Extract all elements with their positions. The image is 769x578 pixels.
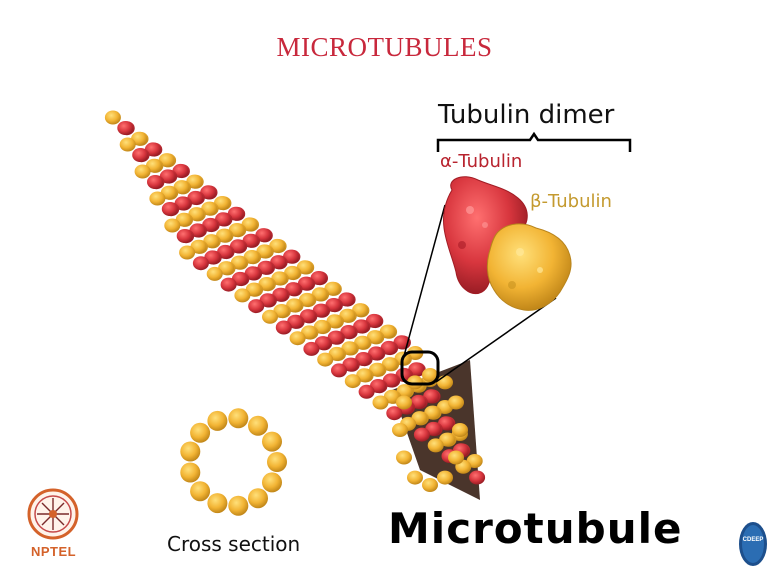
tubulin-subunit <box>105 111 121 125</box>
tubulin-subunit <box>164 219 180 233</box>
tubulin-subunit <box>428 438 444 452</box>
cdeep-logo <box>739 522 767 566</box>
beta-tubulin-label: β-Tubulin <box>530 191 612 212</box>
tubulin-subunit <box>162 202 178 216</box>
tubulin-subunit <box>177 229 193 243</box>
cross-section-subunit <box>207 411 227 431</box>
beta-tubulin-structure <box>487 224 571 310</box>
tubulin-subunit <box>345 374 361 388</box>
dimer-bracket <box>438 134 630 152</box>
cross-section-subunit <box>248 488 268 508</box>
tubulin-subunit <box>276 321 292 335</box>
tubulin-subunit <box>248 299 264 313</box>
tubulin-subunit <box>359 385 375 399</box>
cross-section-subunit <box>262 472 282 492</box>
tubulin-end-subunit <box>396 396 412 410</box>
cross-section-subunit <box>180 463 200 483</box>
tubulin-subunit <box>117 121 133 135</box>
tubulin-subunit <box>373 396 389 410</box>
cdeep-logo-text: CDEEP <box>740 537 766 543</box>
tubulin-subunit <box>149 192 165 206</box>
tubulin-end-subunit <box>448 451 464 465</box>
zoom-line-upper <box>404 205 445 356</box>
cross-section-subunit <box>262 432 282 452</box>
tubulin-subunit <box>147 175 163 189</box>
cross-section-subunit <box>248 416 268 436</box>
tubulin-dimer-label: Tubulin dimer <box>438 100 614 130</box>
cross-section-subunit <box>228 496 248 516</box>
cross-section-subunit <box>180 442 200 462</box>
tubulin-end-subunit <box>437 375 453 389</box>
microtubule-label: Microtubule <box>388 504 682 553</box>
tubulin-subunit <box>262 310 278 324</box>
nptel-logo <box>29 490 77 538</box>
tubulin-subunit <box>193 256 209 270</box>
tubulin-subunit <box>469 471 485 485</box>
microtubule-body <box>105 111 485 493</box>
tubulin-subunit <box>290 331 306 345</box>
tubulin-subunit <box>221 278 237 292</box>
tubulin-subunit <box>132 148 148 162</box>
tubulin-subunit <box>317 353 333 367</box>
tubulin-subunit <box>135 165 151 179</box>
tubulin-end-subunit <box>437 471 453 485</box>
cross-section-ring <box>180 408 287 515</box>
tubulin-end-subunit <box>422 478 438 492</box>
tubulin-end-subunit <box>448 396 464 410</box>
tubulin-subunit <box>120 138 136 152</box>
tubulin-end-subunit <box>396 451 412 465</box>
alpha-tubulin-label: α-Tubulin <box>440 151 522 172</box>
tubulin-subunit <box>179 246 195 260</box>
tubulin-subunit <box>303 342 319 356</box>
cross-section-label: Cross section <box>167 532 300 556</box>
tubulin-subunit <box>414 428 430 442</box>
cross-section-subunit <box>190 481 210 501</box>
tubulin-subunit <box>207 267 223 281</box>
cross-section-subunit <box>207 493 227 513</box>
tubulin-end-subunit <box>452 423 468 437</box>
tubulin-end-subunit <box>407 471 423 485</box>
tubulin-subunit <box>234 288 250 302</box>
cross-section-subunit <box>267 452 287 472</box>
cross-section-subunit <box>228 408 248 428</box>
tubulin-subunit <box>331 363 347 377</box>
nptel-logo-text: NPTEL <box>31 544 76 559</box>
tubulin-end-subunit <box>392 423 408 437</box>
cross-section-subunit <box>190 423 210 443</box>
zoom-line-lower <box>436 298 556 382</box>
